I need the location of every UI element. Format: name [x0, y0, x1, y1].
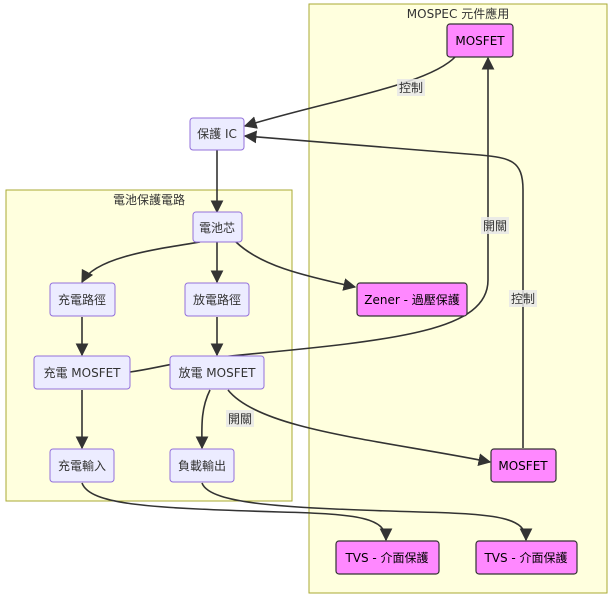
- svg-text:負載輸出: 負載輸出: [178, 458, 226, 473]
- node-zener[interactable]: Zener - 過壓保護: [356, 282, 468, 317]
- edge-label-control-right: 控制: [509, 290, 537, 307]
- svg-text:充電路徑: 充電路徑: [58, 292, 106, 307]
- edge-charge-mosfet-to-mosfet-top: [129, 56, 495, 373]
- node-cell[interactable]: 電池芯: [192, 211, 243, 243]
- edge-labels: 控制 開關 控制 開關: [226, 79, 537, 427]
- edge-discharge-mosfet-to-load-output: [195, 389, 211, 450]
- svg-text:Zener - 過壓保護: Zener - 過壓保護: [364, 292, 460, 307]
- subgraph-battery-box: [5, 189, 293, 502]
- edge-cell-to-charge-path: [81, 241, 201, 284]
- edge-mosfet-top-to-protect-ic: [243, 55, 457, 129]
- svg-text:控制: 控制: [511, 292, 535, 306]
- subgraph-battery: 電池保護電路: [5, 189, 293, 502]
- svg-text:TVS - 介面保護: TVS - 介面保護: [483, 550, 567, 565]
- svg-text:開關: 開關: [228, 412, 252, 426]
- edge-charge-input-to-tvs-left: [81, 482, 393, 542]
- edge-label-control-top: 控制: [397, 79, 425, 96]
- node-mosfet-top[interactable]: MOSFET: [446, 23, 514, 58]
- node-tvs-right[interactable]: TVS - 介面保護: [475, 540, 578, 575]
- edges: [75, 55, 533, 542]
- svg-text:放電路徑: 放電路徑: [193, 292, 241, 307]
- node-charge-path[interactable]: 充電路徑: [49, 282, 116, 317]
- svg-text:控制: 控制: [399, 81, 423, 95]
- node-tvs-left[interactable]: TVS - 介面保護: [335, 540, 440, 575]
- svg-text:保護 IC: 保護 IC: [197, 126, 237, 141]
- edge-discharge-mosfet-to-mosfet-mid: [227, 389, 492, 467]
- svg-text:開關: 開關: [483, 219, 507, 233]
- nodes: MOSFET 保護 IC 電池芯 充電路徑 放電路徑 Zener - 過壓保護 …: [33, 23, 578, 575]
- node-discharge-mosfet[interactable]: 放電 MOSFET: [169, 355, 265, 390]
- svg-text:充電 MOSFET: 充電 MOSFET: [43, 365, 121, 380]
- node-mosfet-mid[interactable]: MOSFET: [490, 448, 557, 483]
- node-protect-ic[interactable]: 保護 IC: [189, 117, 245, 151]
- svg-text:TVS - 介面保護: TVS - 介面保護: [344, 550, 428, 565]
- edge-mosfet-mid-to-protect-ic: [243, 130, 524, 448]
- node-discharge-path[interactable]: 放電路徑: [184, 282, 250, 317]
- svg-text:放電 MOSFET: 放電 MOSFET: [178, 365, 256, 380]
- svg-text:電池芯: 電池芯: [199, 221, 235, 235]
- node-charge-mosfet[interactable]: 充電 MOSFET: [33, 355, 131, 390]
- node-load-output[interactable]: 負載輸出: [169, 448, 235, 483]
- subgraph-battery-title: 電池保護電路: [113, 192, 185, 207]
- edge-label-switch-bottom: 開關: [226, 410, 254, 427]
- node-charge-input[interactable]: 充電輸入: [49, 448, 115, 483]
- edge-label-switch-left: 開關: [481, 217, 509, 234]
- edge-load-output-to-tvs-right: [201, 482, 533, 542]
- svg-text:充電輸入: 充電輸入: [58, 458, 106, 473]
- svg-text:MOSFET: MOSFET: [455, 34, 505, 48]
- subgraph-mospec-title: MOSPEC 元件應用: [407, 6, 509, 21]
- svg-text:MOSFET: MOSFET: [498, 459, 548, 473]
- edge-cell-to-zener: [235, 241, 357, 291]
